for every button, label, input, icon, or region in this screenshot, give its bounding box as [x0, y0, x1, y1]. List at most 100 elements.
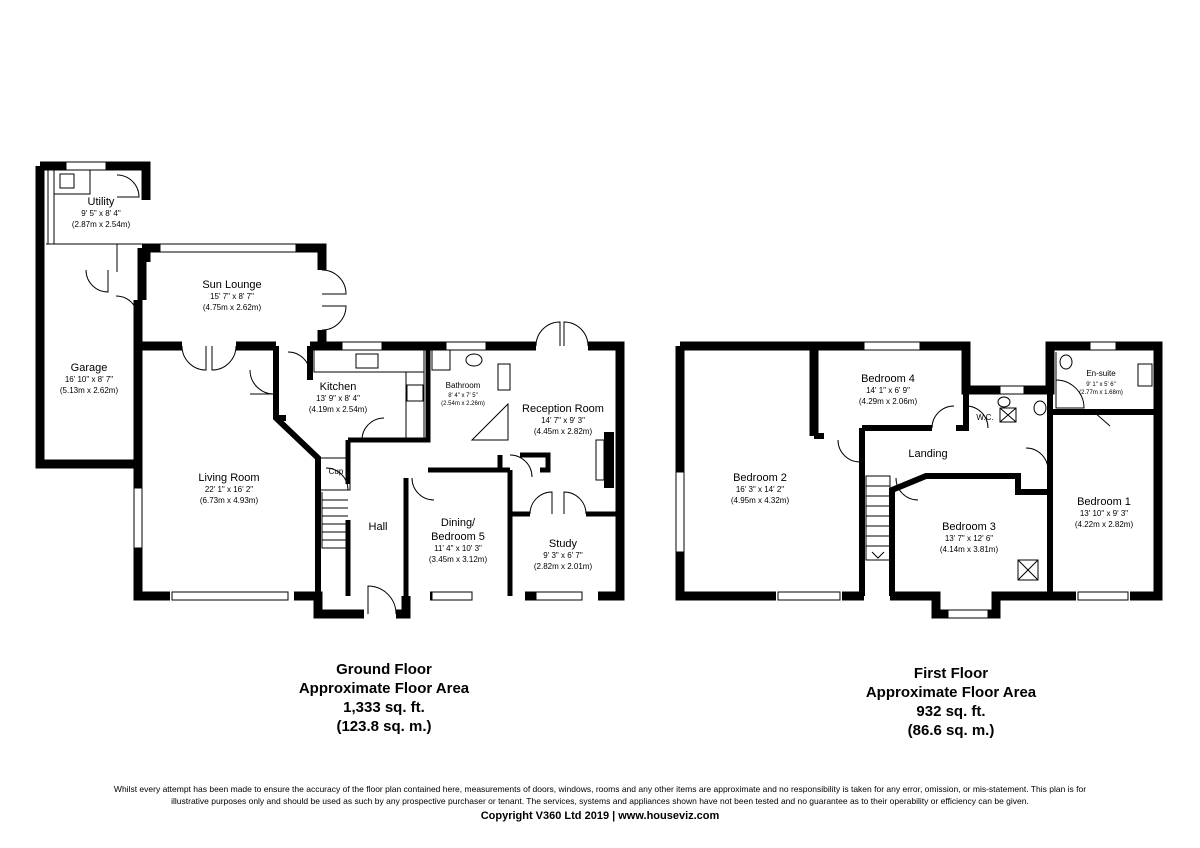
internal-partitions [348, 346, 620, 596]
reception-imperial: 14' 7" x 9' 3" [541, 416, 585, 425]
reception-door-icon [509, 454, 533, 478]
first-floor-subtitle: Approximate Floor Area [865, 684, 1037, 701]
kitchen-side-door-icon [287, 351, 311, 375]
bathroom-unit-icon [497, 363, 511, 391]
dining-window [431, 591, 473, 601]
garage-door [46, 459, 132, 467]
utility-imperial: 9' 5" x 8' 4" [81, 209, 121, 218]
ensuite-window [1089, 341, 1117, 351]
first-floor-sqm: (86.6 sq. m.) [907, 722, 995, 739]
garage-label: Garage [71, 362, 108, 374]
bedroom2-imperial: 16' 3" x 14' 2" [736, 485, 784, 494]
ensuite-shower-icon [1055, 352, 1085, 409]
cupboard-door-icon [325, 467, 349, 491]
utility-door-icon [116, 174, 140, 198]
bedroom2-label: Bedroom 2 [733, 472, 787, 484]
dining-label-line2: Bedroom 5 [431, 531, 485, 543]
kitchen-metric: (4.19m x 2.54m) [309, 405, 368, 414]
reception-metric: (4.45m x 2.82m) [534, 427, 593, 436]
disclaimer: Whilst every attempt has been made to en… [20, 783, 1180, 807]
reception-french-doors-icon [535, 321, 589, 347]
sun-lounge-metric: (4.75m x 2.62m) [203, 303, 262, 312]
kitchen-door-icon [249, 369, 275, 395]
bathroom-window [445, 341, 487, 351]
disclaimer-line2: illustrative purposes only and should be… [171, 796, 1029, 806]
bedroom2-metric: (4.95m x 4.32m) [731, 496, 790, 505]
first-floor-plan [675, 341, 1163, 619]
living-room-label: Living Room [198, 472, 259, 484]
bedroom2-side-window [675, 471, 685, 553]
utility-label: Utility [88, 196, 115, 208]
utility-worktop-icon [47, 169, 55, 245]
bedroom4-imperial: 14' 1" x 6' 9" [866, 386, 910, 395]
front-door-icon [367, 585, 397, 615]
living-room-imperial: 22' 1" x 16' 2" [205, 485, 253, 494]
bedroom3-door-icon [895, 477, 919, 501]
wc-toilet-icon [997, 396, 1011, 408]
fireplace-icon [604, 432, 614, 488]
ground-floor-sqm: (123.8 sq. m.) [336, 718, 432, 735]
study-metric: (2.82m x 2.01m) [534, 562, 593, 571]
living-room-side-window [133, 487, 143, 549]
hob-icon [406, 384, 424, 402]
first-outer-walls [675, 341, 1163, 619]
dining-door-icon [411, 477, 435, 501]
hall-kitchen-door-icon [361, 417, 385, 441]
cupboard-walls [318, 439, 362, 491]
bedroom1-label: Bedroom 1 [1077, 496, 1131, 508]
bedroom1-window [1077, 591, 1129, 601]
hall-label: Hall [369, 521, 388, 533]
utility-sink-bowl-icon [59, 173, 75, 189]
room-labels: Utility 9' 5" x 8' 4" (2.87m x 2.54m) Su… [60, 196, 1134, 571]
bedroom3-metric: (4.14m x 3.81m) [940, 545, 999, 554]
bathroom-toilet-icon [465, 353, 483, 367]
living-room-window [171, 591, 289, 601]
cupboard-label: Cup [329, 467, 344, 476]
dining-label-line1: Dining/ [441, 517, 476, 529]
dining-imperial: 11' 4" x 10' 3" [434, 544, 482, 553]
kitchen-window [341, 341, 383, 351]
garage-metric: (5.13m x 2.62m) [60, 386, 119, 395]
utility-window [65, 161, 107, 171]
living-french-doors-icon [181, 345, 237, 371]
ground-floor-subtitle: Approximate Floor Area [298, 680, 470, 697]
bedroom3-imperial: 13' 7" x 12' 6" [945, 534, 993, 543]
ensuite-metric: (2.77m x 1.68m) [1079, 390, 1123, 396]
bedroom4-metric: (4.29m x 2.06m) [859, 397, 918, 406]
first-floor-title: First Floor [913, 665, 989, 682]
corner-bath-icon [470, 402, 509, 441]
ensuite-imperial: 9' 1" x 5' 6" [1086, 382, 1116, 388]
bathroom-imperial: 8' 4" x 7' 5" [448, 393, 478, 399]
ground-stairs-icon [321, 492, 348, 549]
ground-floor-summary: Ground Floor Approximate Floor Area 1,33… [234, 660, 534, 736]
study-label: Study [549, 538, 578, 550]
first-internal-walls [814, 390, 1158, 596]
ensuite-basin-icon [1137, 363, 1153, 387]
sun-lounge-side-door-icon [115, 295, 139, 319]
garage-door-swing-icon [85, 269, 109, 293]
kitchen-side-worktop-icon [405, 371, 425, 439]
copyright: Copyright V360 Ltd 2019 | www.houseviz.c… [480, 810, 720, 822]
wc-door-icon [965, 405, 989, 429]
reception-label: Reception Room [522, 403, 604, 415]
first-stairs-icon [865, 475, 891, 561]
bedroom4-window [863, 341, 921, 351]
utility-metric: (2.87m x 2.54m) [72, 220, 131, 229]
study-imperial: 9' 3" x 6' 7" [543, 551, 583, 560]
kitchen-label: Kitchen [320, 381, 357, 393]
sun-lounge-french-doors-icon [321, 269, 347, 331]
bathroom-basin-icon [431, 349, 451, 371]
ensuite-label: En-suite [1086, 369, 1116, 378]
utility-partition [46, 243, 146, 272]
bedroom1-door-icon [1025, 447, 1049, 471]
study-double-doors-icon [529, 491, 587, 515]
ground-floor-plan [35, 161, 625, 619]
ensuite-toilet-icon [1059, 354, 1073, 370]
study-window [535, 591, 583, 601]
ground-floor-title: Ground Floor [336, 661, 432, 678]
bedroom4-door-icon [931, 405, 955, 429]
kitchen-sink-icon [355, 353, 379, 369]
kitchen-imperial: 13' 9" x 8' 4" [316, 394, 360, 403]
bedroom4-label: Bedroom 4 [861, 373, 915, 385]
